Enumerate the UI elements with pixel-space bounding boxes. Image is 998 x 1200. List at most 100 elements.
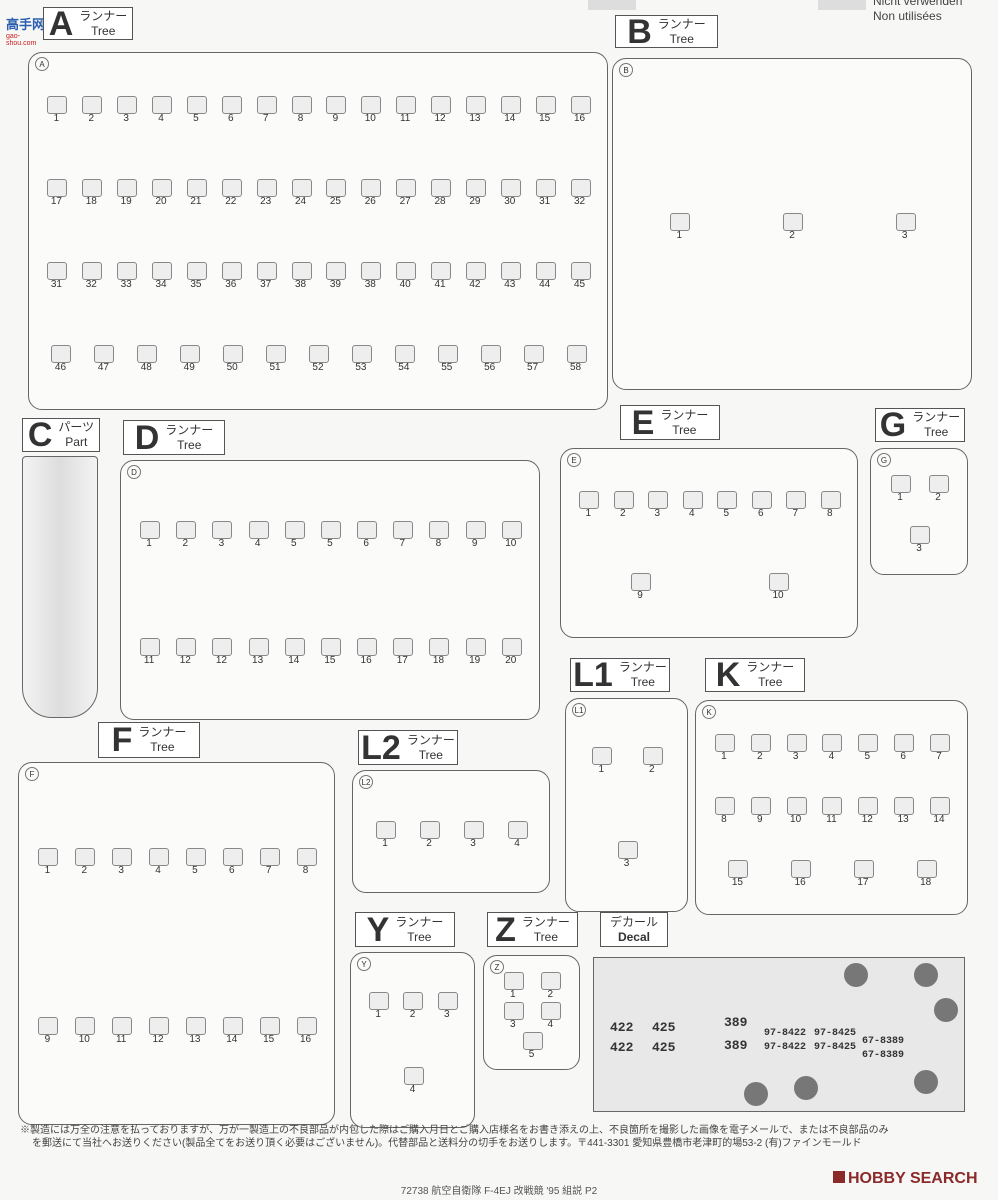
part-number: 8 (284, 94, 318, 124)
part-number: 5 (850, 732, 884, 762)
decal-number: 97-8425 (814, 1042, 857, 1053)
runner-jp: ランナー (746, 660, 795, 674)
part-number: 18 (421, 636, 455, 666)
part-number: 5 (178, 846, 212, 876)
part-number: 20 (144, 177, 178, 207)
runner-letter: E (631, 403, 655, 442)
decal-number: 97-8422 (764, 1042, 807, 1053)
hobby-search-logo: HOBBY SEARCH (833, 1170, 978, 1188)
part-number: 10 (494, 519, 528, 549)
part-number: 13 (178, 1015, 212, 1045)
part-number: 25 (318, 177, 352, 207)
part-number: 50 (215, 343, 249, 373)
part-number: 49 (172, 343, 206, 373)
part-number: 23 (249, 177, 283, 207)
part-number: 43 (493, 260, 527, 290)
decal-number: 67-8389 (862, 1050, 905, 1061)
part-number: 22 (214, 177, 248, 207)
part-number: 7 (922, 732, 956, 762)
part-number: 2 (67, 846, 101, 876)
runner-en: Tree (924, 425, 949, 439)
part-number: 55 (430, 343, 464, 373)
part-number: 9 (318, 94, 352, 124)
part-number: 45 (563, 260, 597, 290)
part-number: 12 (141, 1015, 175, 1045)
runner-tag: L2 (359, 775, 373, 789)
part-number: 1 (368, 819, 402, 849)
part-number: 11 (104, 1015, 138, 1045)
runner-tag: Y (357, 957, 371, 971)
part-number: 3 (109, 94, 143, 124)
part-number: 16 (563, 94, 597, 124)
part-number: 11 (132, 636, 166, 666)
part-number: 44 (528, 260, 562, 290)
part-number: 9 (623, 571, 657, 601)
part-number: 5 (179, 94, 213, 124)
part-number: 4 (396, 1065, 430, 1095)
part-number: 4 (241, 519, 275, 549)
decal-number: 389 (724, 1015, 748, 1030)
hinomaru-decal (914, 963, 938, 987)
part-number: 1 (584, 745, 618, 775)
part-number: 12 (168, 636, 202, 666)
part-number: 24 (284, 177, 318, 207)
part-number: 15 (252, 1015, 286, 1045)
part-number: 1 (883, 473, 917, 503)
part-number: 2 (743, 732, 777, 762)
part-number: 3 (104, 846, 138, 876)
decal-number: 389 (724, 1038, 748, 1053)
runner-en: Tree (630, 675, 655, 689)
part-number: 1 (496, 970, 530, 1000)
runner-en: Tree (418, 747, 443, 762)
part-number: 39 (318, 260, 352, 290)
part-number: 20 (494, 636, 528, 666)
part-number: 58 (559, 343, 593, 373)
runner-letter: K (715, 656, 741, 694)
runner-en: Tree (91, 23, 116, 38)
part-number: 13 (458, 94, 492, 124)
runner-letter: L1 (573, 656, 613, 694)
part-number: 38 (284, 260, 318, 290)
runner-tag: K (702, 705, 716, 719)
runner-en: Tree (669, 31, 694, 46)
part-number: 10 (353, 94, 387, 124)
part-number: 18 (909, 858, 943, 888)
part-number: 1 (39, 94, 73, 124)
decal-number: 97-8422 (764, 1028, 807, 1039)
part-number: 36 (214, 260, 248, 290)
part-number: 3 (456, 819, 490, 849)
part-number: 17 (385, 636, 419, 666)
part-number: 52 (301, 343, 335, 373)
part-number: 7 (778, 489, 812, 519)
part-number: 12 (204, 636, 238, 666)
runner-tag: D (127, 465, 141, 479)
runner-letter: B (627, 12, 652, 51)
part-number: 27 (388, 177, 422, 207)
part-number: 2 (412, 819, 446, 849)
part-number: 32 (563, 177, 597, 207)
part-number: 26 (353, 177, 387, 207)
part-number: 1 (707, 732, 741, 762)
part-number: 2 (533, 970, 567, 1000)
part-number: 1 (132, 519, 166, 549)
part-number: 34 (144, 260, 178, 290)
footer-notice: ※製造には万全の注意を払っておりますが、万が一製造上の不良部品が内包した際はご購… (20, 1125, 889, 1149)
part-number: 54 (387, 343, 421, 373)
decal-number: 97-8425 (814, 1028, 857, 1039)
runner-jp: ランナー (165, 422, 214, 437)
runner-tag: L1 (572, 703, 586, 717)
part-number: 31 (528, 177, 562, 207)
part-number: 12 (850, 795, 884, 825)
part-number: 9 (743, 795, 777, 825)
part-number: 6 (214, 94, 248, 124)
part-number: 57 (516, 343, 550, 373)
part-number: 38 (353, 260, 387, 290)
runner-jp: ランナー (395, 914, 444, 929)
part-number: 33 (109, 260, 143, 290)
